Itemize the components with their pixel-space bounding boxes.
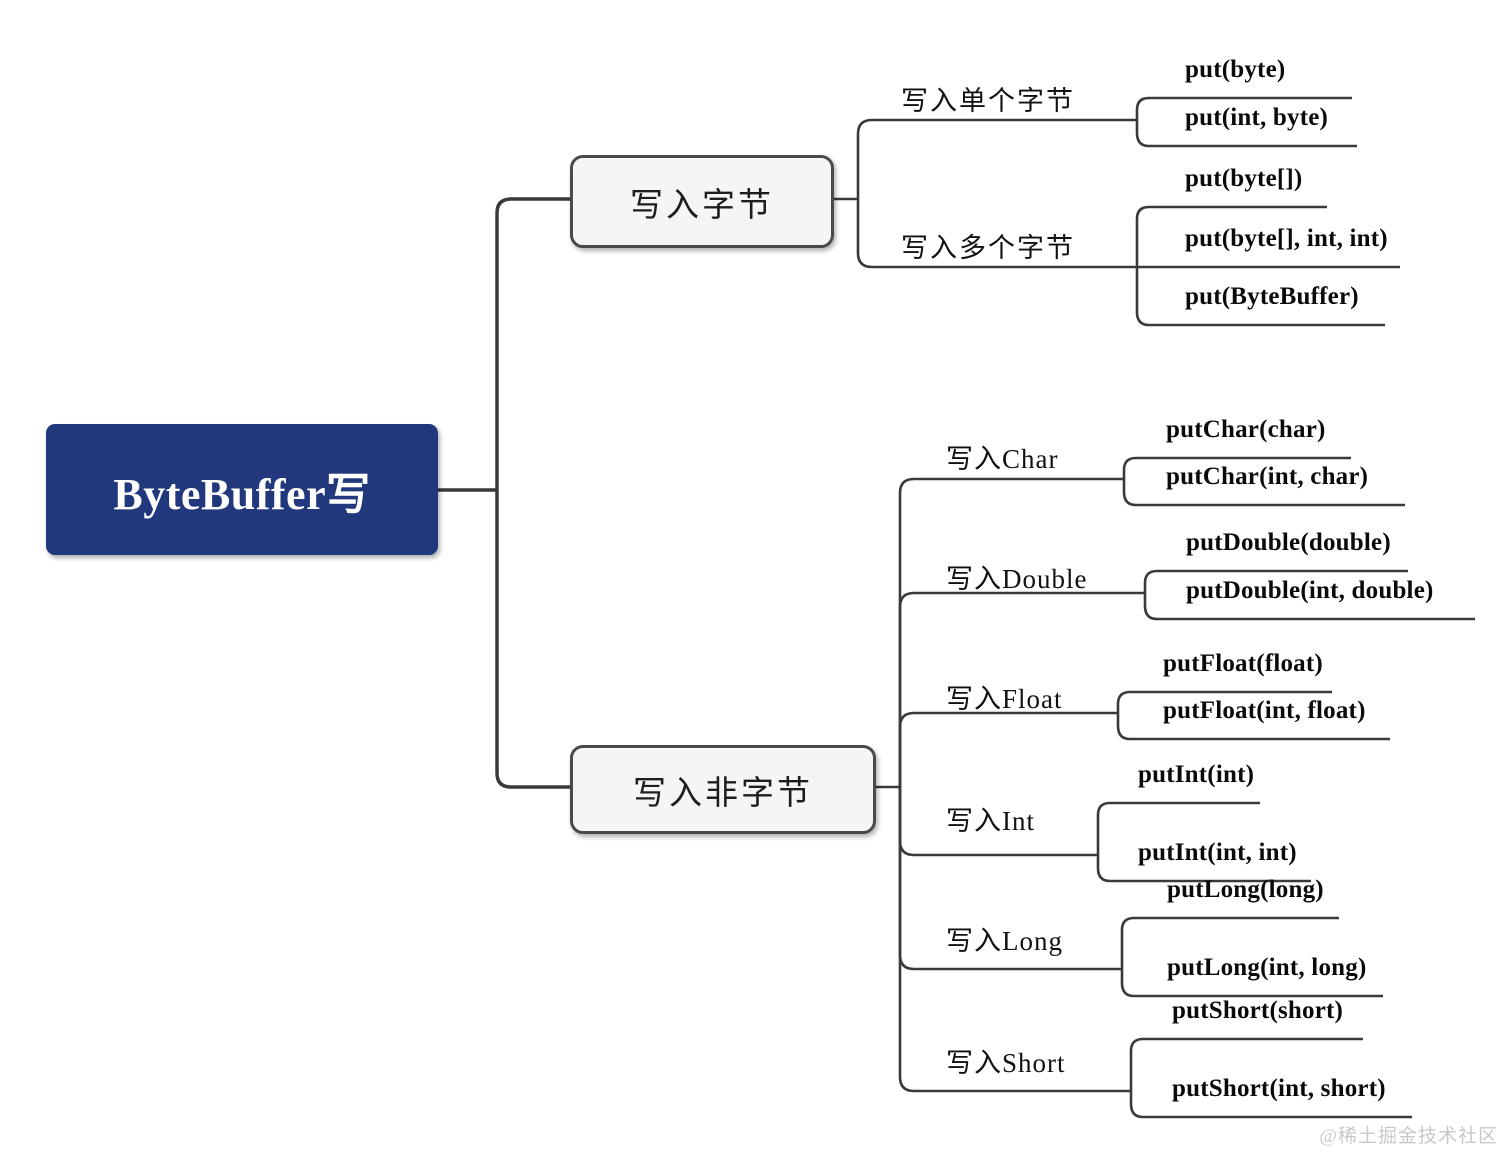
branch-node-bytes[interactable]: 写入字节 <box>570 155 834 248</box>
leaf-putshort-int-short[interactable]: putShort(int, short) <box>1172 1075 1386 1102</box>
group-label-single-byte[interactable]: 写入单个字节 <box>901 86 1075 116</box>
branch-node-bytes-label: 写入字节 <box>630 187 774 224</box>
group-label-double[interactable]: 写入Double <box>946 564 1088 594</box>
group-label-char[interactable]: 写入Char <box>946 444 1059 474</box>
leaf-putint-int[interactable]: putInt(int) <box>1138 761 1255 788</box>
root-node-label: ByteBuffer写 <box>113 469 371 519</box>
group-label-int[interactable]: 写入Int <box>946 806 1035 836</box>
leaf-putfloat-float[interactable]: putFloat(float) <box>1163 650 1323 677</box>
group-label-multi-byte[interactable]: 写入多个字节 <box>901 233 1075 263</box>
group-label-short[interactable]: 写入Short <box>946 1048 1066 1078</box>
root-node[interactable]: ByteBuffer写 <box>46 424 438 555</box>
leaf-put-int-byte[interactable]: put(int, byte) <box>1185 104 1329 131</box>
branch-node-non-byte[interactable]: 写入非字节 <box>570 745 876 834</box>
group-label-float[interactable]: 写入Float <box>946 684 1063 714</box>
leaf-putdouble-int-double[interactable]: putDouble(int, double) <box>1186 577 1434 604</box>
leaf-putlong-int-long[interactable]: putLong(int, long) <box>1167 954 1367 981</box>
leaf-putchar-int-char[interactable]: putChar(int, char) <box>1166 463 1369 490</box>
leaf-put-bytebuffer[interactable]: put(ByteBuffer) <box>1185 283 1359 310</box>
leaf-putdouble-double[interactable]: putDouble(double) <box>1186 529 1391 556</box>
group-label-long[interactable]: 写入Long <box>946 926 1063 956</box>
leaf-put-byte-array[interactable]: put(byte[]) <box>1185 165 1303 192</box>
leaf-put-byte[interactable]: put(byte) <box>1185 56 1286 83</box>
leaf-putlong-long[interactable]: putLong(long) <box>1167 876 1324 903</box>
leaf-putfloat-int-float[interactable]: putFloat(int, float) <box>1163 697 1366 724</box>
leaf-putint-int-int[interactable]: putInt(int, int) <box>1138 839 1297 866</box>
leaf-putshort-short[interactable]: putShort(short) <box>1172 997 1344 1024</box>
leaf-put-byte-array-int-int[interactable]: put(byte[], int, int) <box>1185 225 1388 252</box>
watermark: @稀土掘金技术社区 <box>1319 1126 1498 1147</box>
branch-node-non-byte-label: 写入非字节 <box>633 775 813 812</box>
leaf-putchar-char[interactable]: putChar(char) <box>1166 416 1326 443</box>
